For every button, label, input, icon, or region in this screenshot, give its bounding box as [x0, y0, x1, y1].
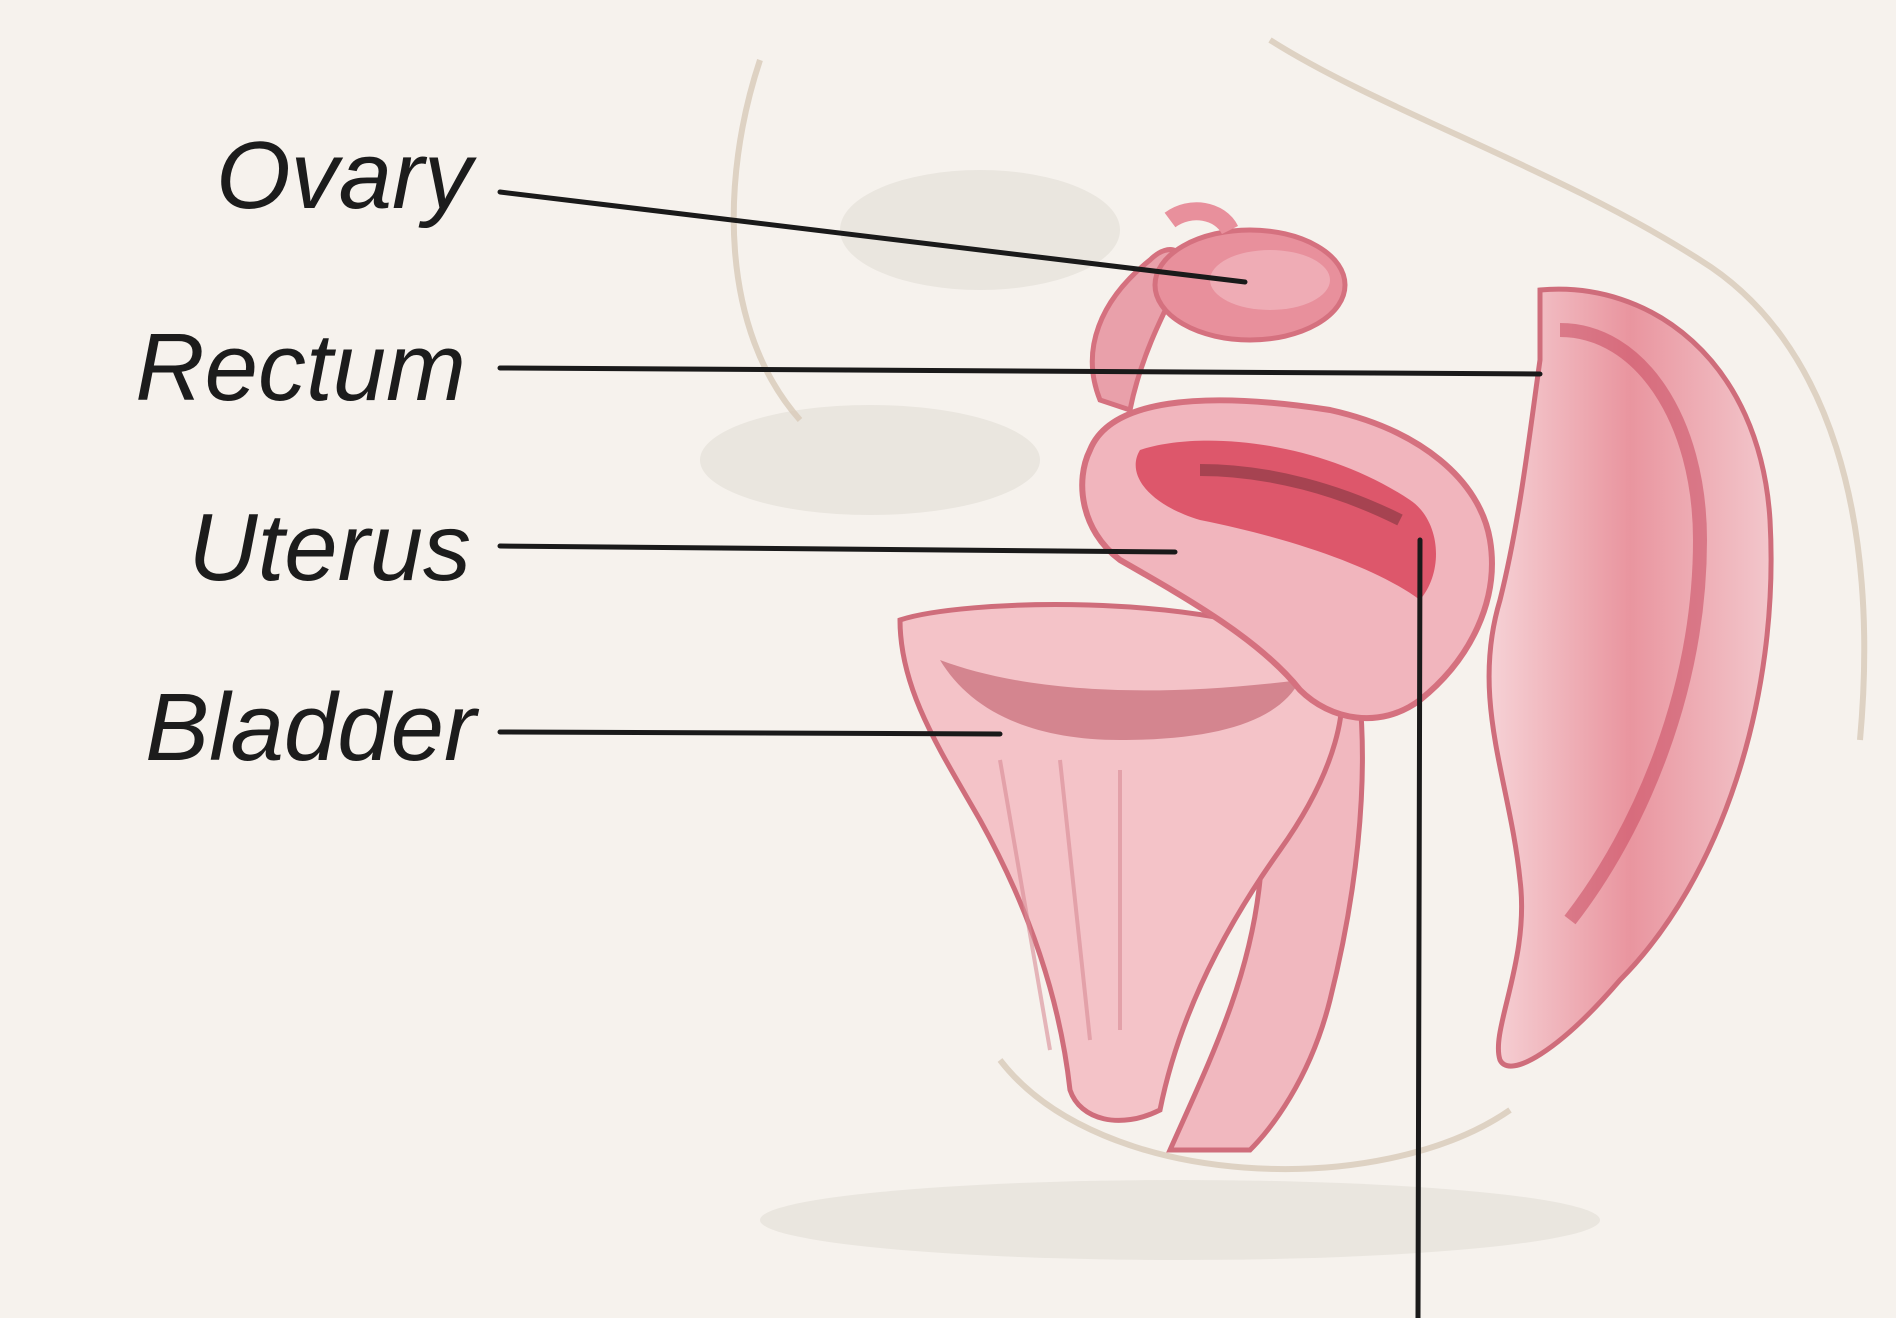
bladder-label: Bladder [145, 680, 476, 776]
rectum-label: Rectum [135, 320, 466, 416]
rectum-shape [1489, 289, 1771, 1066]
rectum-leader-line [500, 368, 1540, 374]
bladder-leader-line [500, 732, 1000, 734]
ovary-shape [1092, 211, 1345, 410]
ovary-label: Ovary [216, 128, 472, 224]
uterus-label: Uterus [188, 500, 471, 596]
uterus-leader-line [500, 546, 1175, 552]
vagina-leader-line [1418, 540, 1420, 1318]
